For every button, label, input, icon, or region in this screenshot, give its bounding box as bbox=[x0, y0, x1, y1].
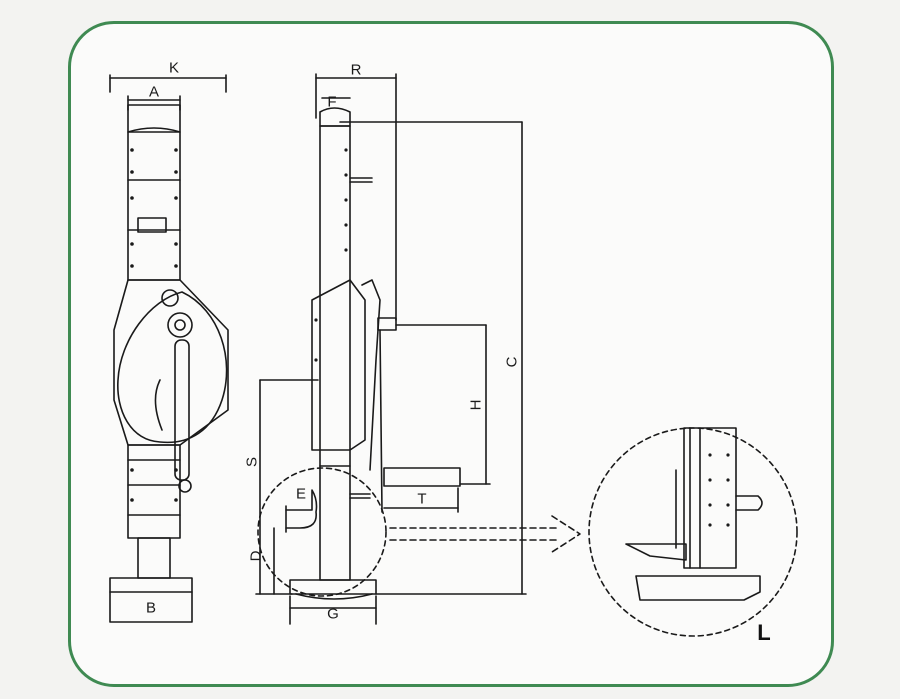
detail-pin bbox=[735, 495, 763, 511]
side-housing bbox=[311, 279, 366, 451]
front-view bbox=[109, 74, 229, 623]
side-head bbox=[319, 107, 351, 127]
detail-arrow bbox=[389, 515, 581, 553]
label-c: C bbox=[503, 356, 521, 368]
detail-zoom-circle bbox=[588, 427, 798, 637]
label-f: F bbox=[327, 93, 337, 111]
front-handle-arc bbox=[154, 379, 163, 431]
detail-column bbox=[683, 427, 737, 569]
front-housing-inner bbox=[117, 291, 228, 444]
front-gear-housing bbox=[113, 279, 229, 446]
label-k: K bbox=[168, 59, 180, 77]
side-crank-arm bbox=[361, 279, 381, 471]
label-r: R bbox=[350, 61, 362, 79]
label-e: E bbox=[295, 485, 307, 503]
label-a: A bbox=[148, 83, 160, 101]
side-column bbox=[319, 125, 351, 467]
front-handle-knob bbox=[178, 479, 192, 493]
front-gear-large bbox=[167, 312, 193, 338]
label-t: T bbox=[417, 490, 427, 508]
front-gear-small bbox=[161, 289, 179, 307]
front-crank-handle bbox=[174, 339, 190, 481]
detail-view-l bbox=[588, 427, 798, 637]
front-label-plate bbox=[137, 217, 167, 233]
front-lower-body bbox=[127, 444, 181, 539]
front-base bbox=[109, 577, 193, 623]
side-low-claw bbox=[285, 489, 318, 529]
label-l: L bbox=[757, 620, 771, 645]
side-lift-toe bbox=[383, 467, 461, 487]
label-g: G bbox=[327, 605, 339, 623]
front-rack-column bbox=[127, 131, 181, 281]
front-head bbox=[127, 104, 181, 133]
side-crank-pivot bbox=[377, 317, 397, 331]
front-spindle bbox=[137, 537, 171, 579]
label-d: D bbox=[247, 550, 265, 562]
side-view bbox=[255, 73, 527, 625]
label-h: H bbox=[467, 399, 485, 411]
detail-marker-circle bbox=[257, 467, 387, 597]
detail-claw bbox=[625, 543, 687, 561]
detail-base bbox=[635, 575, 761, 601]
side-base bbox=[289, 579, 377, 595]
label-s: S bbox=[243, 456, 261, 468]
label-b: B bbox=[145, 599, 157, 617]
